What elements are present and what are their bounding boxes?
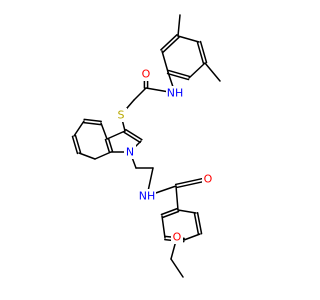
single-bond-line (100, 122, 108, 140)
double-bond-line (125, 128, 143, 141)
double-bond-line (167, 69, 191, 78)
double-bond-line (166, 72, 190, 81)
double-bond-line (123, 131, 141, 144)
double-bond-line (199, 40, 208, 64)
molecule-structure-diagram: O NH S N NH O O (71, 14, 221, 278)
double-bond-line (161, 210, 180, 219)
atom-label-nh: NH (167, 87, 184, 100)
single-bond-line (183, 233, 201, 241)
double-bond-line (162, 36, 180, 53)
single-bond-line (170, 258, 184, 278)
double-bond-line (83, 121, 102, 126)
atom-label-s: S (118, 109, 125, 122)
double-bond-line (160, 34, 178, 51)
single-bond-line (177, 35, 200, 43)
atom-label-o: O (173, 231, 182, 244)
single-bond-line (133, 87, 147, 101)
single-bond-line (204, 62, 221, 82)
single-bond-line (177, 209, 197, 214)
amide-carbonyl-oxygen-2: O (202, 172, 214, 186)
atom-label-nh: NH (139, 190, 156, 203)
atom-label-layer: O NH S N NH O O (115, 67, 214, 244)
bond-layer (71, 14, 221, 278)
single-bond-line (188, 62, 206, 79)
single-bond-line (175, 185, 179, 211)
thioether-sulfur: S (115, 108, 127, 122)
atom-label-n: N (126, 146, 134, 159)
atom-label-o: O (204, 173, 213, 186)
double-bond-line (160, 207, 179, 216)
amide-nitrogen-1: NH (166, 86, 184, 100)
single-bond-line (106, 130, 126, 140)
atom-label-o: O (142, 68, 151, 81)
double-bond-line (196, 41, 205, 65)
single-bond-line (161, 215, 166, 239)
single-bond-line (78, 152, 96, 160)
indole-nitrogen: N (124, 145, 136, 159)
ether-oxygen: O (171, 230, 183, 244)
amide-carbonyl-oxygen-1: O (140, 67, 152, 81)
double-bond-line (196, 211, 203, 235)
double-bond-line (104, 138, 111, 154)
double-bond-line (107, 137, 114, 153)
double-bond-line (71, 135, 79, 155)
double-bond-line (74, 134, 82, 154)
single-bond-line (94, 151, 112, 160)
amide-nitrogen-2: NH (138, 189, 156, 203)
double-bond-line (83, 118, 102, 123)
single-bond-line (161, 50, 169, 73)
double-bond-line (193, 212, 200, 236)
single-bond-line (73, 120, 85, 137)
single-bond-line (177, 14, 181, 37)
